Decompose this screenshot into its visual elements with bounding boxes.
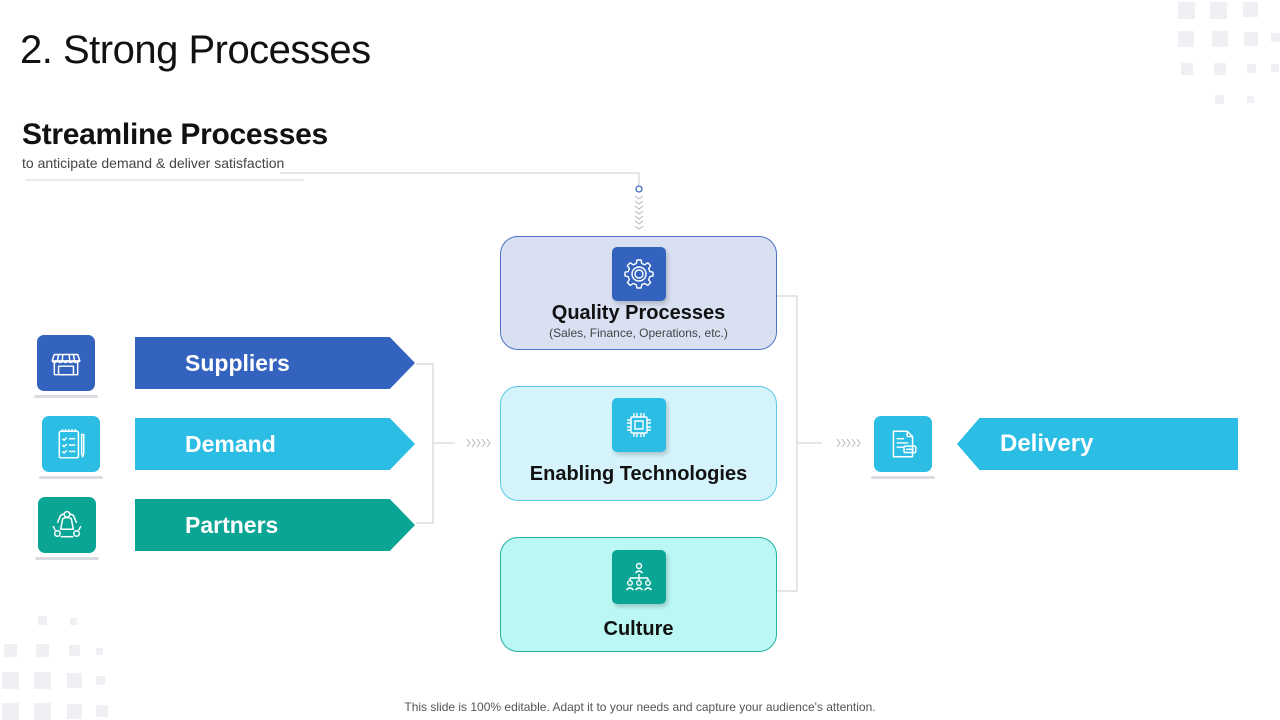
- enabling-technologies-title: Enabling Technologies: [529, 463, 748, 485]
- chip-icon: [627, 413, 651, 437]
- footer-note: This slide is 100% editable. Adapt it to…: [404, 700, 876, 714]
- culture-box: Culture: [500, 537, 777, 652]
- slide-title: 2. Strong Processes: [20, 28, 371, 72]
- demand-icon-tile: [39, 416, 103, 479]
- decorative-dots-bottom-left: [0, 612, 110, 720]
- decorative-dots-top-right: [1170, 0, 1280, 110]
- suppliers-tag: Suppliers: [135, 337, 415, 389]
- culture-title: Culture: [603, 618, 674, 640]
- checklist-icon: [58, 429, 85, 459]
- hierarchy-icon: [625, 562, 653, 591]
- quality-processes-box: Quality Processes (Sales, Finance, Opera…: [500, 236, 777, 350]
- technologies-icon-tile: [612, 398, 666, 452]
- section-caption: to anticipate demand & deliver satisfact…: [22, 155, 285, 171]
- culture-icon-tile: [612, 550, 666, 604]
- chevron-right-icon: [466, 438, 491, 448]
- suppliers-label: Suppliers: [185, 349, 290, 376]
- partners-label: Partners: [185, 511, 279, 538]
- gear-icon: [624, 259, 654, 289]
- chevron-down-icon: [634, 195, 644, 230]
- enabling-technologies-box: Enabling Technologies: [500, 386, 777, 501]
- connector-node: [635, 185, 643, 193]
- chevron-right-icon: [836, 438, 861, 448]
- partners-tag: Partners: [135, 499, 415, 551]
- quality-processes-title: Quality Processes: [551, 302, 726, 324]
- delivery-icon-tile: [871, 416, 935, 479]
- suppliers-icon-tile: [34, 335, 98, 398]
- delivery-tag: Delivery: [957, 418, 1238, 470]
- demand-label: Demand: [185, 430, 276, 457]
- document-icon: [892, 430, 917, 458]
- network-icon: [52, 510, 82, 538]
- quality-icon-tile: [612, 247, 666, 301]
- quality-processes-subtitle: (Sales, Finance, Operations, etc.): [549, 326, 728, 340]
- section-heading: Streamline Processes: [22, 118, 328, 151]
- partners-icon-tile: [35, 497, 99, 560]
- store-icon: [51, 353, 81, 376]
- demand-tag: Demand: [135, 418, 415, 470]
- delivery-label: Delivery: [1000, 430, 1094, 457]
